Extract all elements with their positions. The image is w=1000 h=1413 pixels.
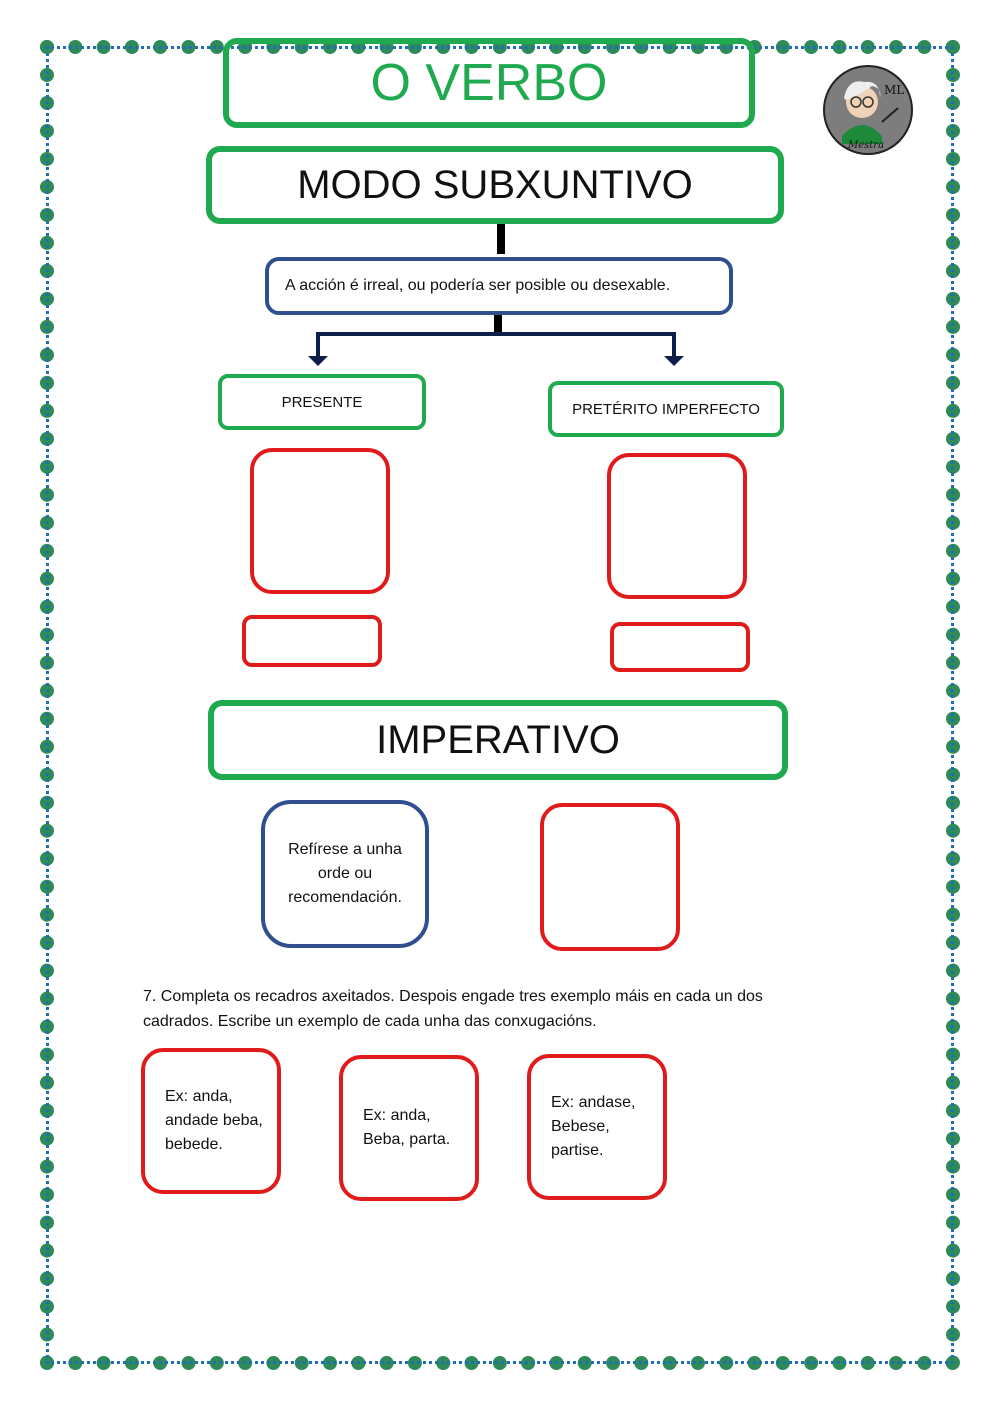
imperfect-answer-box[interactable] [607, 453, 747, 599]
subjunctive-definition: A acción é irreal, ou podería ser posibl… [265, 257, 733, 315]
imperative-heading: IMPERATIVO [208, 700, 788, 780]
example-box-3[interactable]: Ex: andase, Bebese, partise. [527, 1054, 667, 1200]
imperfect-example-box[interactable] [610, 622, 750, 672]
arrow-right-head [664, 356, 684, 366]
example-box-2[interactable]: Ex: anda, Beba, parta. [339, 1055, 479, 1201]
connector-right-stem [672, 332, 676, 358]
imperative-answer-box[interactable] [540, 803, 680, 951]
present-example-box[interactable] [242, 615, 382, 667]
present-label: PRESENTE [218, 374, 426, 430]
present-answer-box[interactable] [250, 448, 390, 594]
logo-caption: Mestra [847, 140, 884, 151]
imperative-definition: Refírese a unha orde ou recomendación. [261, 800, 429, 948]
decorative-page-border [40, 40, 960, 1370]
connector-vertical-top [497, 224, 505, 254]
connector-left-stem [316, 332, 320, 358]
example-box-1[interactable]: Ex: anda, andade beba, bebede. [141, 1048, 281, 1194]
arrow-left-head [308, 356, 328, 366]
teacher-avatar-icon: ML Mestra [823, 65, 913, 155]
logo-initials: ML [884, 83, 904, 97]
page-title: O VERBO [223, 38, 755, 128]
exercise-instruction: 7. Completa os recadros axeitados. Despo… [143, 988, 763, 1030]
subjunctive-heading: MODO SUBXUNTIVO [206, 146, 784, 224]
connector-horizontal [316, 332, 676, 336]
connector-vertical-mid [494, 315, 502, 335]
imperfect-label: PRETÉRITO IMPERFECTO [548, 381, 784, 437]
